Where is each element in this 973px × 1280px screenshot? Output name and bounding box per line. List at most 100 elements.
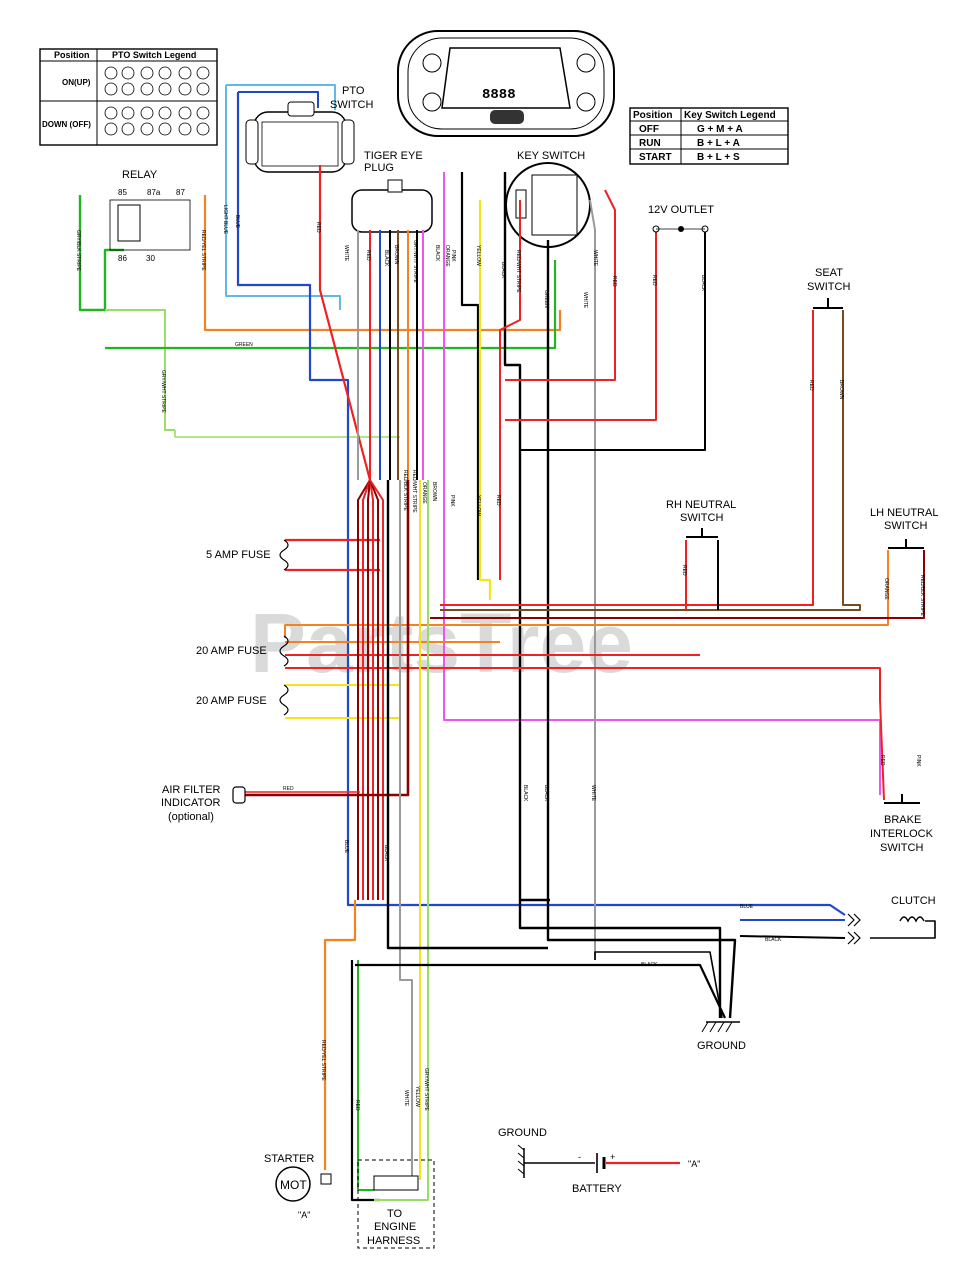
wire-label-gry-blk: GRY/BLK STRIPE bbox=[75, 230, 81, 272]
wire-label-red: RED bbox=[365, 250, 371, 261]
pto-pin bbox=[140, 106, 154, 120]
yellow-wire bbox=[478, 200, 492, 600]
wire-label-brown: BROWN bbox=[838, 380, 844, 400]
wire-label-black: BLACK bbox=[522, 785, 528, 802]
park-icon bbox=[422, 53, 442, 73]
black-ground-4 bbox=[594, 951, 723, 1019]
light-blue-wire bbox=[226, 84, 336, 110]
wire-label-white: WHITE bbox=[403, 1090, 409, 1107]
pto-pin bbox=[158, 106, 172, 120]
pto-legend-row-on: ON(UP) bbox=[62, 78, 91, 87]
pto-legend-row-down: DOWN (OFF) bbox=[42, 120, 91, 129]
wire-label-blue: BLUE bbox=[343, 840, 349, 854]
gry-wht-horizontal bbox=[174, 430, 400, 438]
key-switch-legend: Position Key Switch Legend OFF G + M + A… bbox=[629, 107, 789, 165]
relay-pin-30: 30 bbox=[146, 254, 155, 263]
wire-label-pink: PINK bbox=[450, 250, 456, 262]
pto-pin bbox=[178, 82, 192, 96]
ground-symbol bbox=[701, 1021, 740, 1033]
rh-neutral-switch bbox=[686, 528, 718, 538]
wire-label-red-blk: RED/BLK STRIPE bbox=[919, 575, 925, 617]
wire-label-red: RED bbox=[283, 786, 294, 792]
wire-label-light-blue: LIGHT BLUE bbox=[222, 205, 228, 235]
key-switch bbox=[505, 162, 591, 248]
clutch-return bbox=[870, 920, 936, 939]
white-eng bbox=[399, 480, 413, 1180]
redblk-lh bbox=[430, 550, 925, 619]
brake-interlock-switch bbox=[884, 794, 920, 804]
black-te bbox=[460, 172, 480, 580]
key-legend-off: OFF bbox=[639, 124, 659, 135]
mower-icon bbox=[422, 92, 442, 112]
red-yel-wire bbox=[203, 195, 562, 332]
red-bundle bbox=[362, 479, 371, 900]
wire-label-black: BLACK bbox=[543, 785, 549, 802]
red-key bbox=[499, 200, 521, 580]
brown-seat bbox=[440, 310, 861, 611]
wire-label-blue: BLUE bbox=[740, 904, 754, 910]
engine-harness bbox=[357, 1159, 435, 1249]
pto-pin bbox=[158, 66, 172, 80]
wire-label-yellow: YELLOW bbox=[475, 495, 481, 516]
relay-label: RELAY bbox=[122, 169, 158, 181]
starter-motor-label: MOT bbox=[280, 1178, 307, 1192]
red-outlet-loop bbox=[505, 189, 616, 381]
wire-label-red-blk: RED/BLK STRIPE bbox=[402, 470, 408, 512]
pto-pin bbox=[158, 122, 172, 136]
pto-pin bbox=[196, 106, 210, 120]
20-amp-fuse-2 bbox=[279, 684, 289, 716]
wire-label-red: RED bbox=[879, 755, 885, 766]
relay-wire bbox=[78, 195, 124, 312]
wire-label-orange: ORANGE bbox=[883, 578, 889, 600]
5-amp-fuse-label: 5 AMP FUSE bbox=[206, 549, 271, 561]
red-bundle bbox=[357, 479, 371, 900]
relay-pin-85: 85 bbox=[118, 188, 127, 197]
clutch-label: CLUTCH bbox=[891, 895, 936, 907]
gry-wht-wire bbox=[105, 309, 175, 431]
blue-top bbox=[238, 91, 319, 108]
wire-label-black: BLACK bbox=[383, 250, 389, 267]
black-ground-3 bbox=[355, 963, 726, 1019]
pto-pin bbox=[104, 122, 118, 136]
20-amp-fuse-1-label: 20 AMP FUSE bbox=[196, 645, 267, 657]
key-legend-position-header: Position bbox=[633, 110, 672, 121]
wire-label-red: RED bbox=[681, 565, 687, 576]
wire-label-gry-wht: GRY/WHT STRIPE bbox=[423, 1068, 429, 1112]
wire-label-yellow: YELLOW bbox=[475, 245, 481, 266]
red-seat bbox=[440, 310, 814, 606]
wire-label-gry-wht: GRY/WHT STRIPE bbox=[160, 370, 166, 414]
wire-label-red: RED bbox=[495, 495, 501, 506]
pto-pin bbox=[140, 122, 154, 136]
light-blue-wire bbox=[225, 85, 341, 310]
white-wire bbox=[589, 199, 596, 960]
key-legend-start-value: B + L + S bbox=[697, 152, 740, 163]
tiger-eye-plug bbox=[351, 179, 433, 233]
service-icon bbox=[576, 92, 596, 112]
pto-pin bbox=[104, 66, 118, 80]
svg-text:-: - bbox=[578, 1152, 581, 1162]
red-bundle bbox=[369, 479, 374, 900]
wire-label-green: GREEN bbox=[235, 342, 253, 348]
fuse20-red bbox=[285, 667, 885, 801]
wire-label-red: RED bbox=[808, 380, 814, 391]
hour-meter-display: 8888 bbox=[397, 30, 615, 137]
ref-a-starter: "A" bbox=[298, 1210, 310, 1220]
black-key bbox=[503, 172, 550, 902]
wire-label-red: RED bbox=[651, 275, 657, 286]
wire-label-black: BLACK bbox=[700, 275, 706, 292]
clutch-coil bbox=[847, 913, 925, 945]
20-amp-fuse-2-label: 20 AMP FUSE bbox=[196, 695, 267, 707]
black-clutch bbox=[739, 935, 846, 939]
pto-legend-position-header: Position bbox=[54, 50, 90, 60]
red-outlet bbox=[505, 232, 657, 421]
wire-label-orange: ORANGE bbox=[444, 245, 450, 267]
red-bundle bbox=[367, 479, 371, 900]
pto-pin bbox=[121, 122, 135, 136]
